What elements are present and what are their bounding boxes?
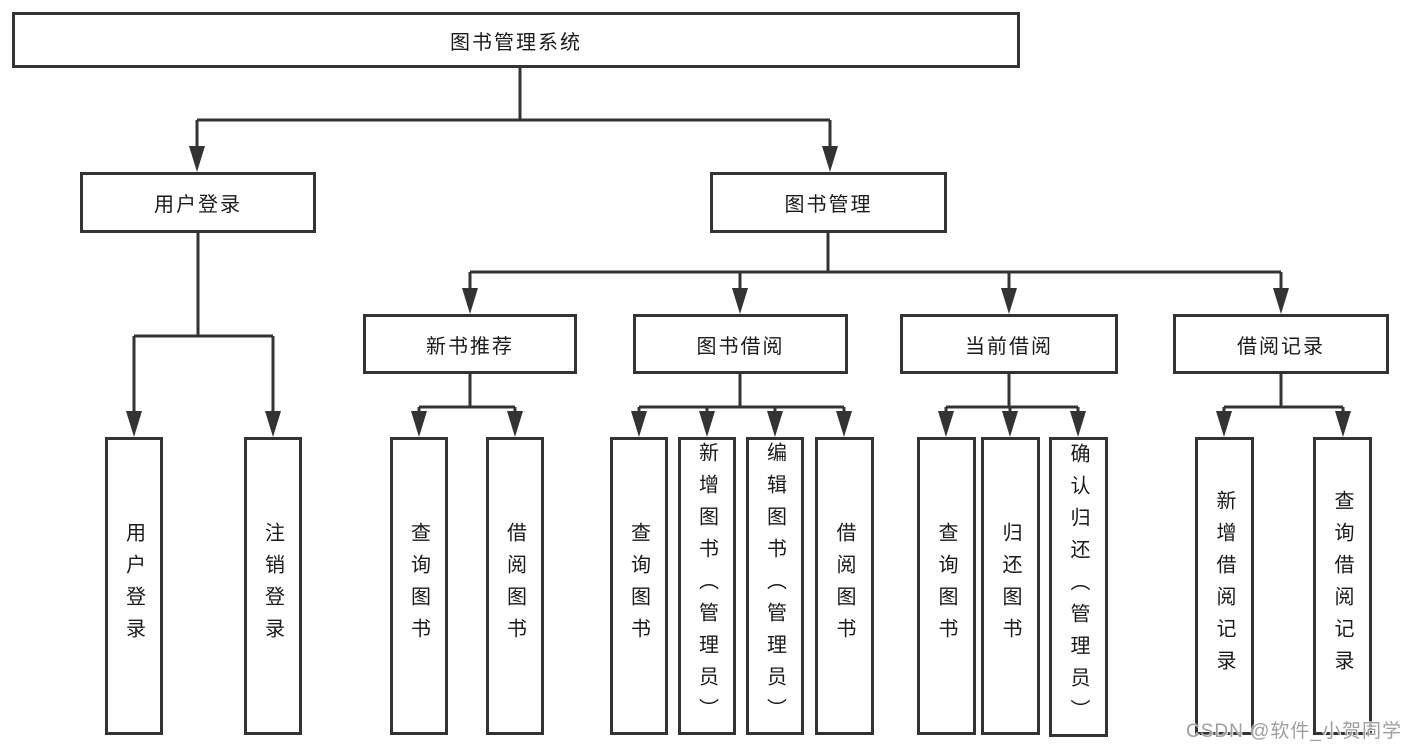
node-borrow-records: 借阅记录 (1173, 314, 1389, 374)
leaf-borrow-books-label: 借阅图书 (833, 522, 855, 650)
leaf-return-books: 归还图书 (981, 437, 1040, 735)
leaf-query-books-recommend: 查询图书 (390, 437, 448, 735)
leaf-edit-books-admin: 编辑图书（管理员） (746, 437, 804, 735)
csdn-watermark: CSDN @软件_小贺同学 (1186, 721, 1402, 742)
leaf-query-borrow-record: 查询借阅记录 (1313, 437, 1372, 735)
node-new-book-recommend-label: 新书推荐 (426, 335, 514, 358)
leaf-user-login: 用户登录 (105, 437, 163, 735)
leaf-return-books-label: 归还图书 (999, 522, 1021, 650)
leaf-query-books-current-label: 查询图书 (935, 522, 957, 650)
leaf-borrow-books-recommend-label: 借阅图书 (503, 522, 526, 650)
node-new-book-recommend: 新书推荐 (363, 314, 577, 374)
node-root-system-label: 图书管理系统 (450, 31, 582, 54)
leaf-user-login-label: 用户登录 (122, 522, 145, 650)
node-borrow-records-label: 借阅记录 (1237, 335, 1325, 358)
leaf-borrow-books: 借阅图书 (815, 437, 874, 735)
leaf-add-books-admin-label: 新增图书（管理员） (695, 442, 718, 730)
node-user-login: 用户登录 (80, 172, 316, 233)
node-book-borrow: 图书借阅 (633, 314, 848, 374)
node-book-management-label: 图书管理 (784, 194, 873, 216)
leaf-add-books-admin: 新增图书（管理员） (678, 437, 736, 735)
leaf-query-books-recommend-label: 查询图书 (407, 522, 430, 650)
leaf-add-borrow-record-label: 新增借阅记录 (1213, 490, 1235, 682)
leaf-query-books-current: 查询图书 (917, 437, 976, 735)
leaf-query-books-borrow: 查询图书 (610, 437, 668, 735)
node-root-system: 图书管理系统 (12, 12, 1020, 68)
node-book-borrow-label: 图书借阅 (696, 335, 785, 358)
leaf-add-borrow-record: 新增借阅记录 (1195, 437, 1254, 735)
leaf-confirm-return-admin-label: 确认归还（管理员） (1067, 443, 1089, 731)
node-current-borrow: 当前借阅 (900, 314, 1118, 374)
leaf-edit-books-admin-label: 编辑图书（管理员） (763, 442, 786, 730)
leaf-query-books-borrow-label: 查询图书 (627, 522, 650, 650)
arrowheads (126, 146, 1351, 437)
node-book-management: 图书管理 (710, 172, 947, 233)
leaf-confirm-return-admin: 确认归还（管理员） (1049, 437, 1108, 737)
leaf-logout: 注销登录 (244, 437, 302, 735)
node-current-borrow-label: 当前借阅 (965, 335, 1053, 358)
node-user-login-label: 用户登录 (154, 194, 242, 216)
leaf-borrow-books-recommend: 借阅图书 (486, 437, 544, 735)
leaf-logout-label: 注销登录 (261, 522, 284, 650)
leaf-query-borrow-record-label: 查询借阅记录 (1331, 490, 1353, 682)
